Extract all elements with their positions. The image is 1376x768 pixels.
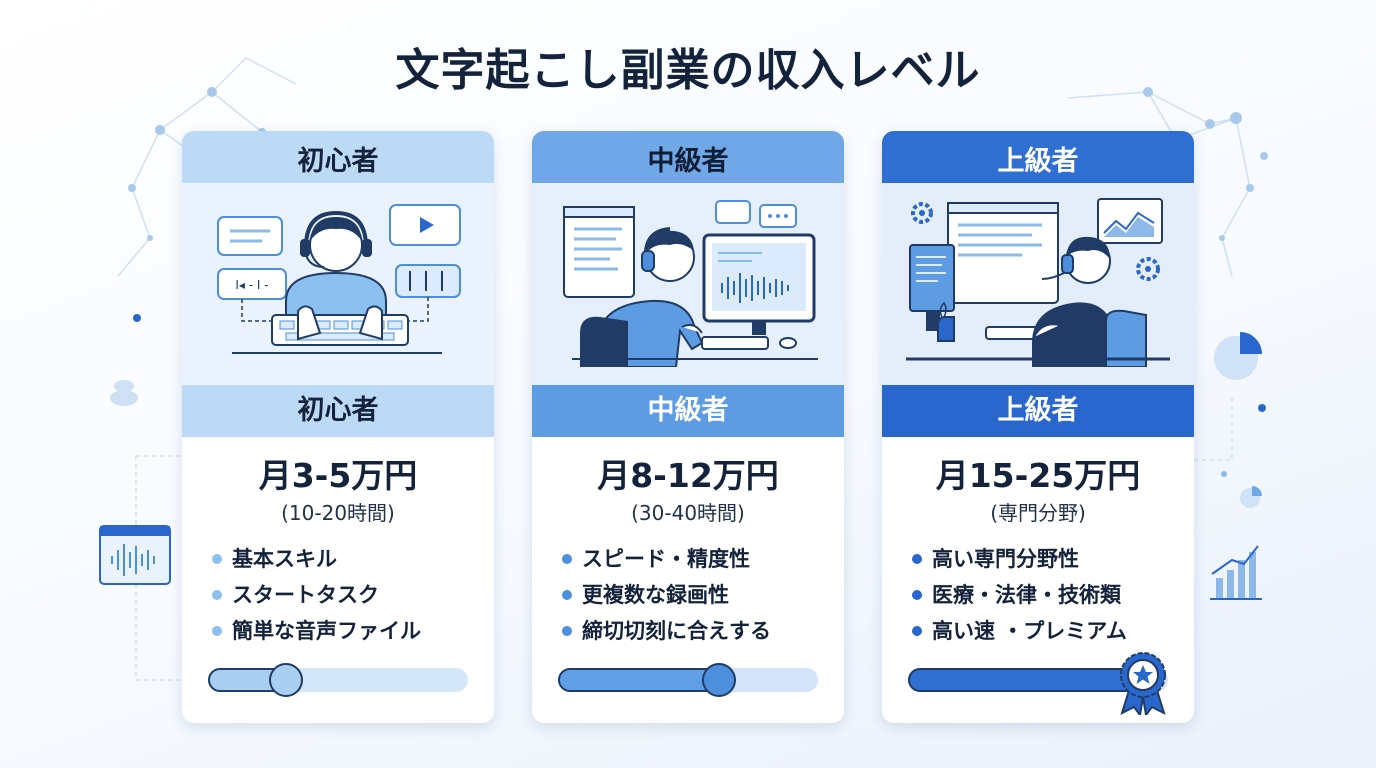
bullet-dot	[912, 626, 922, 636]
feature-list: 高い専門分野性 医療・法律・技術類 高い速 ・プレミアム	[912, 541, 1127, 649]
gear-icon	[1136, 257, 1160, 281]
bullet-dot	[212, 590, 222, 600]
coin-icon	[110, 380, 138, 406]
card-advanced: 上級者 上級	[882, 131, 1194, 723]
intermediate-monitor-waveform-icon	[563, 200, 818, 367]
slider-fill	[558, 668, 724, 692]
income-amount: 月8-12万円	[597, 456, 779, 495]
level-band: 初心者	[182, 385, 494, 437]
list-item: 更複数な録画性	[562, 577, 771, 613]
bullet-dot	[212, 626, 222, 636]
bullet-dot	[562, 626, 572, 636]
award-badge-icon	[1120, 652, 1166, 715]
bullet-dot	[912, 590, 922, 600]
bullet-dot	[562, 554, 572, 564]
advanced-multi-monitor-icon	[906, 198, 1170, 367]
slider-knob	[702, 663, 737, 697]
audio-window-icon	[99, 525, 171, 585]
card-tab-label: 上級者	[997, 146, 1079, 177]
list-item: 高い速 ・プレミアム	[912, 613, 1127, 649]
small-pie-icon	[1240, 486, 1262, 508]
level-band: 中級者	[532, 385, 844, 437]
beginner-headset-keyboard-icon: I◂ - I -	[217, 204, 461, 354]
feature-list: 基本スキル スタートタスク 簡単な音声ファイル	[212, 541, 421, 649]
list-item: スピード・精度性	[562, 541, 771, 577]
pie-chart-icon	[1214, 332, 1262, 380]
level-slider	[558, 663, 818, 697]
svg-text:I◂ - I -: I◂ - I -	[235, 278, 268, 292]
slider-knob	[269, 663, 303, 697]
card-intermediate: 中級者	[532, 131, 844, 723]
page-title: 文字起こし副業の収入レベル	[395, 45, 981, 96]
card-tab-label: 初心者	[297, 146, 379, 177]
feature-list: スピード・精度性 更複数な録画性 締切切刻に合えする	[562, 541, 771, 649]
bullet-dot	[912, 554, 922, 564]
level-band: 上級者	[882, 385, 1194, 437]
slider-fill	[908, 668, 1161, 692]
list-item: スタートタスク	[212, 577, 421, 613]
income-note: (10-20時間)	[281, 501, 395, 525]
list-item: 基本スキル	[212, 541, 421, 577]
card-tab	[532, 131, 844, 183]
bar-chart-icon	[1210, 545, 1262, 600]
income-amount: 月3-5万円	[258, 456, 418, 495]
income-note: (30-40時間)	[631, 501, 745, 525]
income-amount: 月15-25万円	[935, 456, 1141, 495]
list-item: 高い専門分野性	[912, 541, 1127, 577]
card-tab	[182, 131, 494, 183]
list-item: 簡単な音声ファイル	[212, 613, 421, 649]
card-tab-label: 中級者	[647, 146, 729, 177]
card-beginner: 初心者 I◂ - I - 初心者 月3-5万円 (10-2	[182, 131, 494, 723]
list-item: 締切切刻に合えする	[562, 613, 771, 649]
level-slider	[208, 663, 468, 697]
list-item: 医療・法律・技術類	[912, 577, 1127, 613]
income-note: (専門分野)	[990, 501, 1086, 525]
card-tab	[882, 131, 1194, 183]
bullet-dot	[562, 590, 572, 600]
gear-icon	[911, 202, 933, 224]
bullet-dot	[212, 554, 222, 564]
